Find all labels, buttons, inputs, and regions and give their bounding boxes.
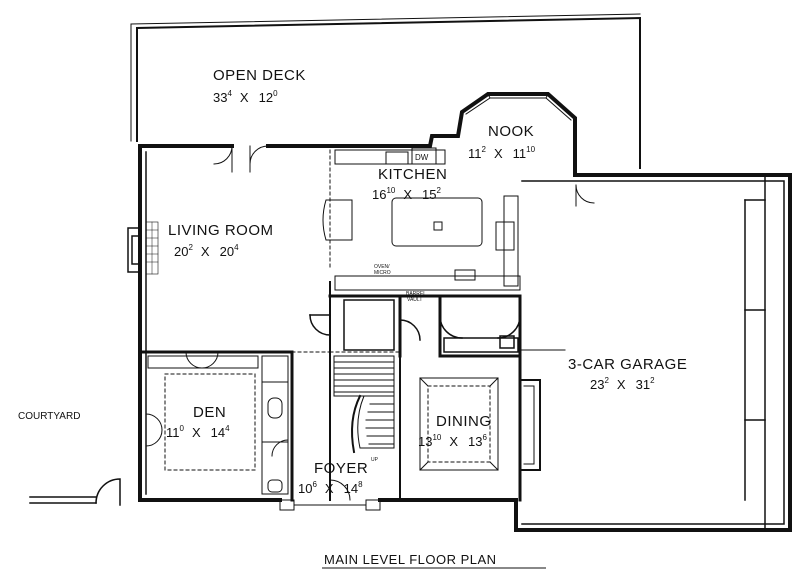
courtyard-wall: [29, 478, 121, 506]
staircase: [333, 355, 395, 454]
kitchen-island: [322, 197, 483, 247]
pantry-closets: [309, 299, 521, 353]
open-deck-name: OPEN DECK: [213, 67, 306, 84]
courtyard-label: COURTYARD: [18, 411, 80, 422]
oven-label-line-1: OVEN/: [374, 264, 390, 270]
oven-label-line-2: MICRO: [374, 270, 391, 276]
stair-up-label: UP: [371, 457, 379, 463]
front-entry: [279, 479, 381, 511]
plan-title: MAIN LEVEL FLOOR PLAN: [324, 552, 497, 567]
interior-walls: [138, 149, 522, 502]
kitchen-name: KITCHEN: [378, 166, 447, 183]
powder-room: [261, 355, 289, 495]
barrel-vault-line-2: VAULT: [407, 297, 422, 303]
dining-bay-window: [519, 379, 541, 471]
dishwasher-label: DW: [415, 153, 429, 162]
dining-tray-ceiling: [419, 377, 499, 471]
exterior-walls: [138, 92, 792, 532]
den-name: DEN: [193, 404, 226, 421]
garage-entry-door: [575, 184, 595, 207]
nook-name: NOOK: [488, 123, 534, 140]
nook-windows: [465, 93, 572, 121]
den-doors: [145, 351, 259, 471]
garage-name: 3-CAR GARAGE: [568, 356, 687, 373]
kitchen-counters: [334, 147, 521, 291]
living-room-name: LIVING ROOM: [168, 222, 274, 239]
dining-name: DINING: [436, 413, 492, 430]
fireplace: [127, 221, 159, 275]
foyer-name: FOYER: [314, 460, 368, 477]
deck-door: [213, 145, 269, 173]
barrel-vault-line-1: BARREL: [406, 291, 426, 297]
open-deck-outline: [130, 13, 641, 169]
